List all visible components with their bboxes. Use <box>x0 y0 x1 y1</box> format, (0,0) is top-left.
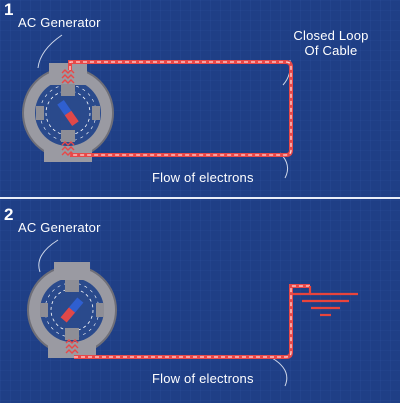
cable-label-line-1: Closed Loop <box>293 28 369 43</box>
coil-icon <box>65 339 79 354</box>
cable-label: Closed Loop Of Cable <box>276 28 386 58</box>
panel-2-title: AC Generator <box>18 220 101 235</box>
ac-generator-icon <box>22 63 114 162</box>
panel-2 <box>27 239 358 387</box>
panel-1-title: AC Generator <box>18 15 101 30</box>
panel-1 <box>22 34 293 179</box>
panel-2-number: 2 <box>4 205 14 224</box>
ground-symbol-icon <box>293 286 358 317</box>
coil-icon <box>61 69 75 84</box>
panel-1-number: 1 <box>4 0 14 19</box>
title-leader-line-2 <box>38 239 59 273</box>
title-leader-line <box>37 34 63 69</box>
panel-2-flow-label: Flow of electrons <box>152 371 254 386</box>
ac-generator-icon <box>27 262 117 358</box>
panel-1-flow-label: Flow of electrons <box>152 170 254 185</box>
flow-leader-line-2 <box>271 357 288 387</box>
cable-label-line-2: Of Cable <box>304 43 358 58</box>
